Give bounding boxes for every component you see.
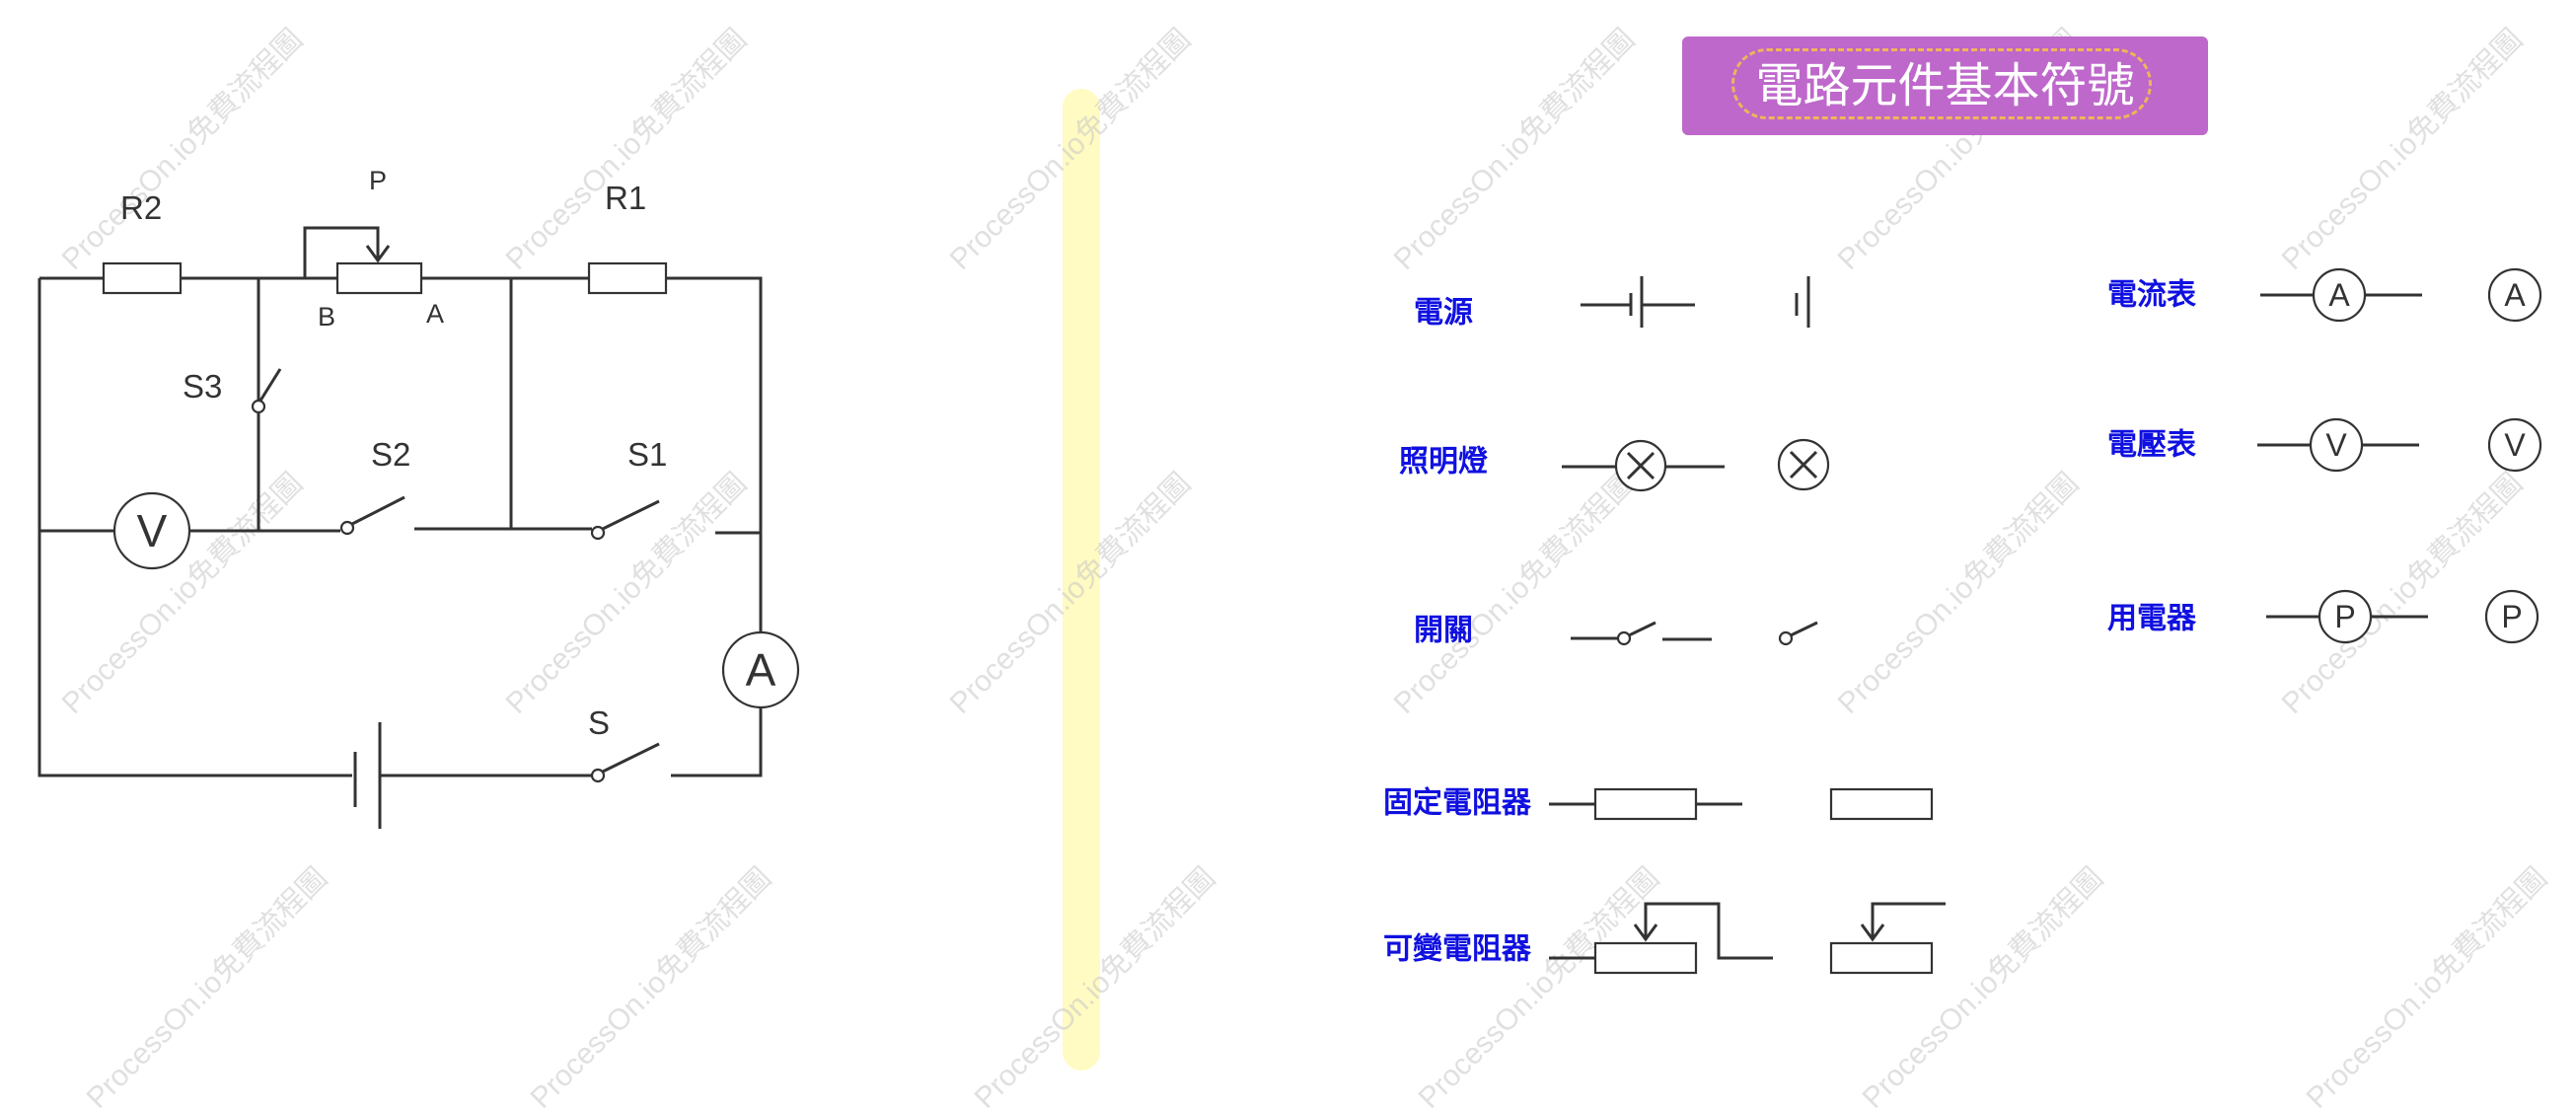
switch-s3-blade [258,368,282,402]
ammeter-symbol-standalone [2487,267,2542,323]
title-dashed-frame [1731,48,2152,119]
watermark: ProcessOn.io免費流程圖 [81,861,334,1108]
category-appliance: 用電器 [2107,602,2197,636]
watermark: ProcessOn.io免費流程圖 [1413,861,1666,1108]
watermark: ProcessOn.io免費流程圖 [500,23,754,276]
watermark: ProcessOn.io免費流程圖 [944,23,1198,276]
fixed-resistor-symbol [1593,787,1698,821]
watermark: ProcessOn.io免費流程圖 [1388,467,1642,720]
lamp-symbol-standalone [1789,450,1818,480]
switch-s2-blade [351,495,405,526]
watermark: ProcessOn.io免費流程圖 [944,467,1198,720]
page-title: 電路元件基本符號 [1755,58,2135,113]
circuit-diagram: A V R2 R1 P B A S3 S2 S1 S [37,166,800,829]
switch-symbol [1616,630,1632,646]
watermark: ProcessOn.io免費流程圖 [1388,23,1642,276]
watermark: ProcessOn.io免費流程圖 [969,861,1222,1108]
watermark-layer: ProcessOn.io免費流程圖 ProcessOn.io免費流程圖 Proc… [56,23,2554,1108]
appliance-symbol-label: P [2334,599,2355,634]
label-s2: S2 [371,436,410,473]
watermark: ProcessOn.io免費流程圖 [56,23,310,276]
category-fixed-resistor: 固定電阻器 [1383,786,1532,821]
divider-bar [1063,89,1100,1071]
switch-s2-pivot [339,520,355,536]
label-s1: S1 [627,436,667,473]
rheostat-body [335,261,423,295]
watermark: ProcessOn.io免費流程圖 [1857,861,2110,1108]
variable-resistor-symbol [1633,923,1658,942]
voltmeter-label: V [137,505,168,556]
switch-symbol-standalone [1778,630,1794,646]
label-a: A [426,299,444,329]
watermark: ProcessOn.io免費流程圖 [525,861,778,1108]
lamp-symbol [1626,451,1656,480]
voltmeter-symbol-standalone [2487,417,2542,473]
resistor-r2 [102,261,183,295]
switch-s-blade [602,742,660,774]
label-s: S [588,704,610,741]
slider-arrowhead [365,245,391,263]
switch-symbol-standalone [1790,621,1818,637]
watermark: ProcessOn.io免費流程圖 [1832,467,2086,720]
fixed-resistor-symbol-standalone [1829,787,1934,821]
category-switch: 開關 [1414,614,1473,648]
category-ammeter: 電流表 [2107,278,2196,313]
watermark: ProcessOn.io免費流程圖 [500,467,754,720]
variable-resistor-symbol [1644,902,1773,960]
resistor-r1 [587,261,668,295]
label-s3: S3 [183,368,222,405]
category-lamp: 照明燈 [1399,445,1488,480]
switch-s1-pivot [590,525,606,541]
appliance-symbol-standalone-label: P [2501,599,2522,634]
switch-s3-pivot [251,399,266,414]
category-variable-resistor: 可變電阻器 [1383,932,1532,967]
category-voltmeter: 電壓表 [2107,428,2196,463]
switch-s-pivot [590,768,606,783]
ammeter [721,630,800,709]
right-wire [715,531,763,631]
top-wire [666,276,763,533]
ammeter-label: A [746,644,776,696]
voltmeter-symbol-label: V [2325,427,2347,463]
ammeter-symbol-label: A [2328,277,2350,313]
watermark: ProcessOn.io免費流程圖 [2276,467,2530,720]
appliance-symbol-standalone [2484,589,2539,644]
watermark: ProcessOn.io免費流程圖 [56,467,310,720]
bottom-wire [671,708,763,777]
variable-resistor-symbol-standalone [1829,941,1934,975]
watermark: ProcessOn.io免費流程圖 [2301,861,2554,1108]
label-b: B [318,302,335,332]
label-r1: R1 [605,180,646,216]
switch-s1-blade [602,499,660,531]
switch-symbol [1628,621,1656,637]
variable-resistor-symbol [1593,941,1698,975]
symbol-legend: 電源 照明燈 開關 固定電阻器 可變電阻器 [1383,267,2542,975]
watermark: ProcessOn.io免費流程圖 [2276,23,2530,276]
voltmeter-symbol-standalone-label: V [2504,427,2526,463]
variable-resistor-symbol-standalone [1860,923,1885,942]
variable-resistor-symbol-standalone [1871,902,1946,939]
title-badge: 電路元件基本符號 [1682,37,2208,135]
rheostat-slider-wire [303,226,380,278]
ammeter-symbol-standalone-label: A [2504,277,2526,313]
label-r2: R2 [120,189,162,226]
label-p: P [369,166,387,195]
category-power: 電源 [1414,296,1473,331]
left-wire [37,278,352,777]
